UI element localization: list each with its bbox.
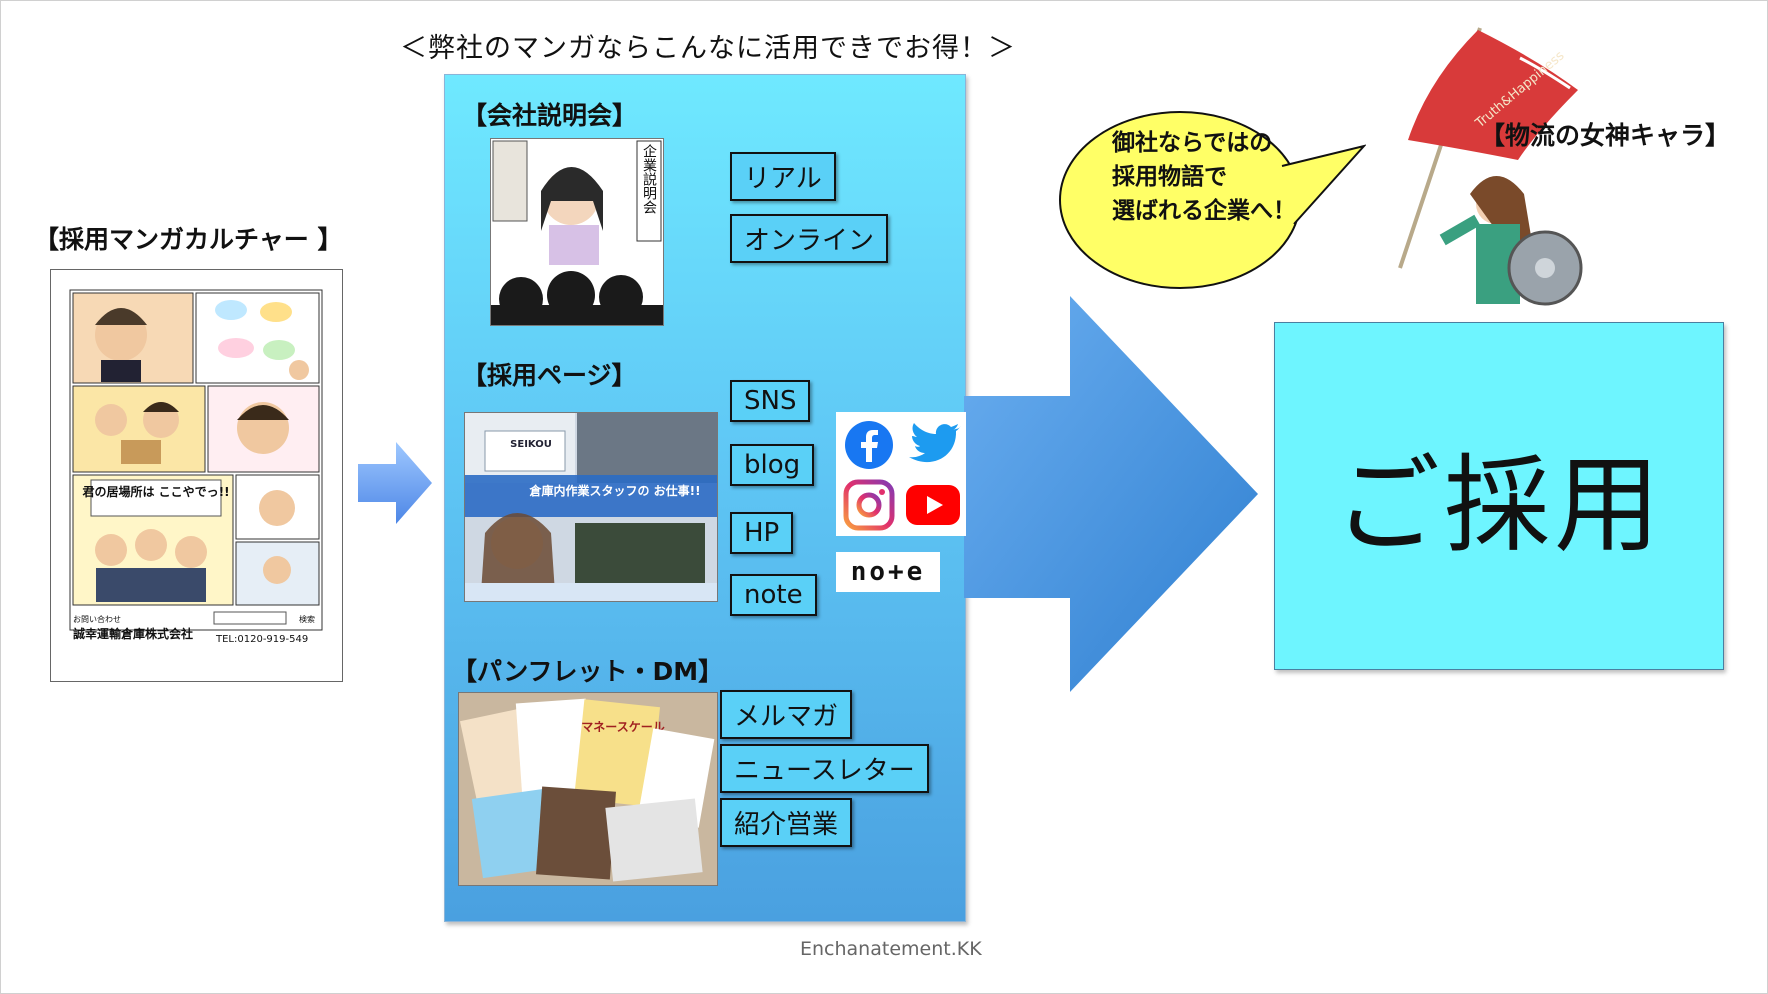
section-heading-pamphlet: 【パンフレット・DM】 [452, 657, 724, 686]
speech-bubble [1056, 104, 1367, 298]
recruit-page-image: SEIKOU 倉庫内作業スタッフの お仕事!! [464, 412, 718, 602]
speech-line-2: 採用物語で [1112, 164, 1227, 190]
small-arrow [358, 442, 432, 528]
briefing-caption: 後日 企業説明会 [641, 139, 657, 215]
poster-search-label: 検索 [299, 614, 315, 624]
goddess-character-image: Truth&Happiness [1330, 18, 1610, 328]
briefing-manga-image: 後日 企業説明会 [490, 138, 664, 326]
big-arrow [964, 296, 1264, 706]
pamphlet-caption: マネースケール [581, 720, 664, 734]
hiring-result-text: ご採用 [1334, 444, 1664, 567]
recruit-logo: SEIKOU [510, 439, 552, 450]
youtube-icon [900, 472, 966, 538]
pamphlet-image: マネースケール [458, 692, 718, 886]
hiring-result-box: ご採用 [1274, 322, 1724, 670]
poster-headline: 君の居場所は ここやでっ!! [81, 484, 229, 499]
manga-poster-image: 君の居場所は ここやでっ!! お問い合わせ 誠幸運輸倉庫株式会社 検索 TEL:… [50, 269, 343, 682]
tag-online: オンライン [730, 214, 889, 263]
slide-title: ＜弊社のマンガならこんなに活用できでお得！＞ [400, 33, 1016, 64]
twitter-icon [900, 412, 966, 478]
tag-sns: SNS [730, 380, 811, 422]
speech-text: 御社ならではの 採用物語で 選ばれる企業へ！ [1112, 126, 1296, 228]
section-heading-recruit-page: 【採用ページ】 [462, 361, 637, 390]
social-icons-box [836, 412, 966, 536]
recruit-caption: 倉庫内作業スタッフの お仕事!! [528, 483, 700, 498]
character-heading: 【物流の女神キャラ】 [1480, 121, 1731, 150]
tag-blog: blog [730, 444, 815, 486]
tag-newsletter: ニュースレター [720, 744, 929, 793]
section-heading-briefing: 【会社説明会】 [462, 101, 638, 130]
poster-phone: TEL:0120-919-549 [215, 634, 308, 645]
instagram-icon [836, 472, 902, 538]
tag-mail-magazine: メルマガ [720, 690, 853, 739]
manga-culture-heading: 【採用マンガカルチャー 】 [34, 225, 343, 254]
poster-contact-label: お問い合わせ [73, 614, 121, 624]
facebook-icon [836, 412, 902, 478]
note-logo: no+e [836, 552, 940, 592]
speech-line-3: 選ばれる企業へ！ [1112, 198, 1296, 224]
tag-hp: HP [730, 512, 794, 554]
tag-referral-sales: 紹介営業 [720, 798, 853, 847]
tag-note: note [730, 574, 817, 616]
footer-credit: Enchanatement.KK [800, 938, 982, 960]
poster-company: 誠幸運輸倉庫株式会社 [73, 626, 193, 641]
tag-real: リアル [730, 152, 836, 201]
speech-line-1: 御社ならではの [1112, 130, 1273, 156]
